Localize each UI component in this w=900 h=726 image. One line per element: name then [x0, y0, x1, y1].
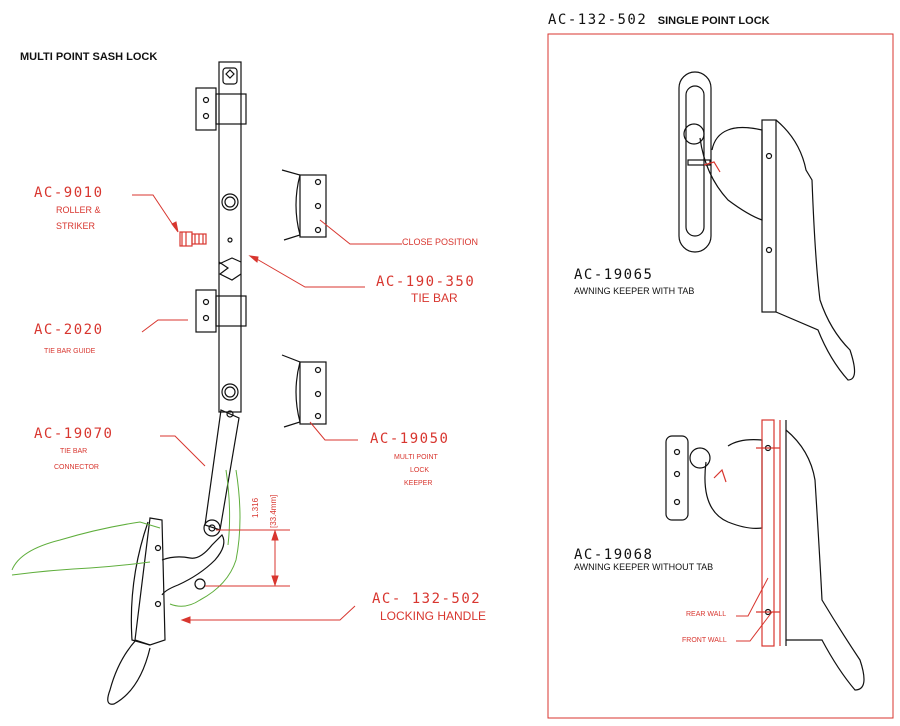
- dimension-value: 1.316: [251, 497, 260, 518]
- right-title: AC-132-502 SINGLE POINT LOCK: [548, 12, 770, 28]
- connector-line2: CONNECTOR: [54, 464, 99, 471]
- single-point-frame: [547, 33, 894, 719]
- tie-bar-guide-desc: TIE BAR GUIDE: [44, 348, 96, 355]
- locking-handle: [107, 517, 225, 705]
- right-title-text: SINGLE POINT LOCK: [657, 15, 770, 27]
- keeper-close-position: [281, 169, 327, 241]
- dimension-marker: [205, 529, 290, 587]
- handle-desc: LOCKING HANDLE: [380, 609, 487, 623]
- leader-lines: [132, 194, 402, 624]
- keeper-line2: LOCK: [410, 467, 430, 474]
- front-wall-label: FRONT WALL: [682, 637, 727, 644]
- keeper-code: AC-19050: [370, 431, 450, 447]
- close-position-label: CLOSE POSITION: [402, 237, 479, 247]
- roller-line1: ROLLER &: [56, 205, 101, 215]
- tie-bar-guide-top: [195, 87, 247, 131]
- handle-code: AC- 132-502: [372, 591, 482, 607]
- connector-code: AC-19070: [34, 426, 114, 442]
- wall-leaders: [736, 577, 773, 642]
- roller-line2: STRIKER: [56, 221, 96, 231]
- tie-bar-desc: TIE BAR: [411, 291, 458, 305]
- awning-notab-code: AC-19068: [574, 547, 654, 563]
- roller-code: AC-9010: [34, 185, 104, 201]
- awning-keeper-without-tab: [665, 419, 865, 691]
- rear-wall-label: REAR WALL: [686, 611, 727, 618]
- tie-bar-connector: [203, 409, 240, 537]
- keeper-multi-point: [281, 354, 327, 428]
- left-title: MULTI POINT SASH LOCK: [20, 51, 158, 63]
- keeper-line3: KEEPER: [404, 480, 433, 487]
- handle-phantom-open: [11, 469, 241, 607]
- tie-bar-guide-code: AC-2020: [34, 322, 104, 338]
- dimension-metric: [33.4mm]: [269, 494, 278, 528]
- awning-keeper-with-tab: [678, 71, 856, 381]
- tie-bar-rail: [218, 61, 242, 413]
- tie-bar-guide-middle: [195, 289, 247, 333]
- roller-striker: [179, 231, 207, 247]
- awning-notab-desc: AWNING KEEPER WITHOUT TAB: [574, 562, 714, 572]
- tie-bar-code: AC-190-350: [376, 274, 476, 290]
- connector-line1: TIE BAR: [60, 448, 88, 455]
- keeper-line1: MULTI POINT: [394, 454, 438, 461]
- awning-tab-code: AC-19065: [574, 267, 654, 283]
- awning-tab-desc: AWNING KEEPER WITH TAB: [574, 286, 695, 296]
- right-title-code: AC-132-502: [548, 12, 648, 28]
